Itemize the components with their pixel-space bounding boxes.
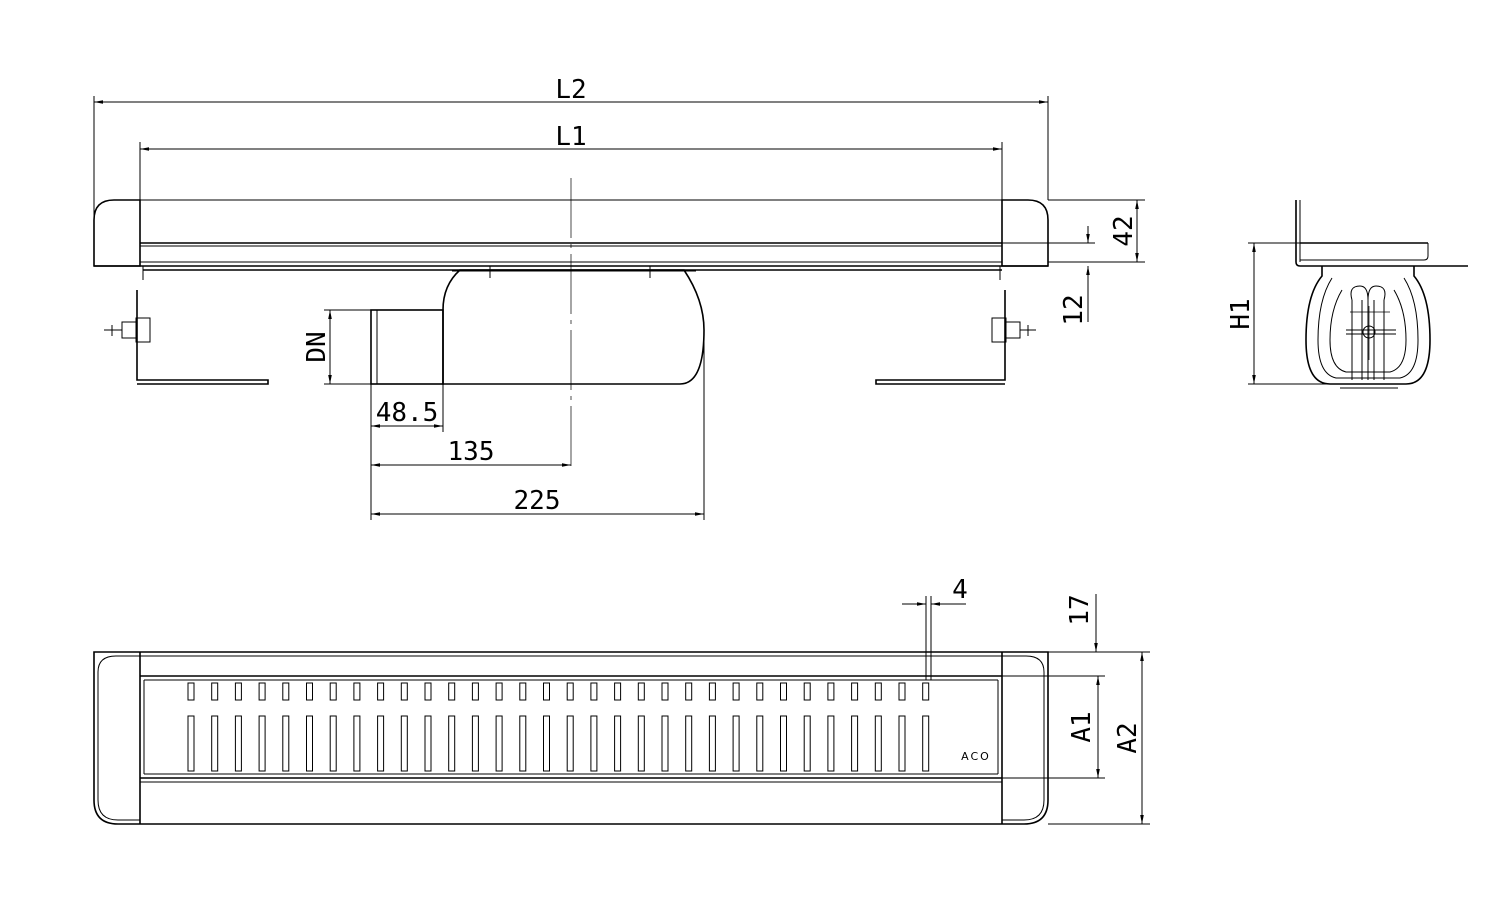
grate-slot-lower xyxy=(614,715,622,772)
grate-slot-upper xyxy=(258,682,266,701)
grate-slot-upper xyxy=(780,682,787,701)
grate-slots xyxy=(187,682,930,772)
grate-slot-lower xyxy=(732,715,740,772)
dim-48-label: 48.5 xyxy=(376,398,439,428)
top-flange xyxy=(93,651,1049,825)
side-view xyxy=(93,178,1049,470)
grate-slot-lower xyxy=(874,715,882,772)
drain-body xyxy=(442,269,705,385)
grate-slot-lower xyxy=(543,715,550,772)
grate-slot-upper xyxy=(685,682,693,701)
side-dimensions: L2 L1 42 12 DN 48.5 135 225 xyxy=(93,75,1145,520)
grate-slot-lower xyxy=(780,715,787,772)
grate-slot-upper xyxy=(803,682,811,701)
end-view xyxy=(1295,200,1468,389)
end-dimensions: H1 xyxy=(1226,242,1330,385)
grate-slot-lower xyxy=(495,715,503,772)
grate-slot-upper xyxy=(614,682,622,701)
left-bracket xyxy=(136,290,269,385)
grate-slot-lower xyxy=(803,715,811,772)
left-flange xyxy=(93,199,141,267)
dim-42-label: 42 xyxy=(1109,215,1139,246)
dim-225-label: 225 xyxy=(514,486,561,516)
right-bracket xyxy=(875,290,1006,385)
a2-label: A2 xyxy=(1113,722,1143,753)
grate-slot-upper xyxy=(211,682,219,701)
dim-17-label: 17 xyxy=(1065,594,1095,625)
grate-slot-upper xyxy=(377,682,385,701)
grate-slot-lower xyxy=(471,715,479,772)
grate-slot-lower xyxy=(851,715,859,772)
dim-135-label: 135 xyxy=(448,437,495,467)
grate-slot-upper xyxy=(590,682,598,701)
l2-label: L2 xyxy=(555,75,586,105)
grate-slot-upper xyxy=(756,682,764,701)
grate-slot-upper xyxy=(519,682,527,701)
grate-slot-lower xyxy=(306,715,313,772)
grate-slot-lower xyxy=(211,715,219,772)
grate-slot-lower xyxy=(590,715,598,772)
grate-slot-upper xyxy=(234,682,242,701)
grate-slot-upper xyxy=(874,682,882,701)
grate-slot-lower xyxy=(234,715,242,772)
grate-slot-upper xyxy=(400,682,408,701)
grate-slot-upper xyxy=(898,682,906,701)
grate-slot-lower xyxy=(377,715,385,772)
grate-slot-upper xyxy=(187,682,195,701)
grate-slot-lower xyxy=(258,715,266,772)
brand-logo: ACO xyxy=(961,750,991,763)
grate-slot-upper xyxy=(661,682,669,701)
grate-slot-lower xyxy=(756,715,764,772)
grate-slot-upper xyxy=(851,682,859,701)
grate-slot-upper xyxy=(827,682,835,701)
grate-slot-upper xyxy=(353,682,361,701)
grate-slot-upper xyxy=(495,682,503,701)
dn-label: DN xyxy=(302,331,332,362)
grate-slot-upper xyxy=(448,682,456,701)
left-bolt-icon xyxy=(104,317,151,343)
h1-label: H1 xyxy=(1226,298,1256,329)
dim-12-label: 12 xyxy=(1059,294,1089,325)
grate-slot-upper xyxy=(329,682,337,701)
grate-slot-upper xyxy=(306,682,313,701)
grate-slot-upper xyxy=(424,682,432,701)
grate-slot-upper xyxy=(566,682,574,701)
grate-slot-lower xyxy=(708,715,716,772)
grate-slot-upper xyxy=(708,682,716,701)
grate-slot-upper xyxy=(922,682,930,701)
grate-slot-lower xyxy=(282,715,290,772)
grate-slot-upper xyxy=(471,682,479,701)
grate-slot-lower xyxy=(187,715,195,772)
right-flange xyxy=(1001,199,1049,267)
top-view: ACO xyxy=(93,651,1049,825)
grate-slot-lower xyxy=(685,715,693,772)
grate-slot-lower xyxy=(566,715,574,772)
grate-slot-lower xyxy=(353,715,361,772)
grate-slot-lower xyxy=(424,715,432,772)
grate-slot-lower xyxy=(637,715,645,772)
grate-slot-lower xyxy=(448,715,456,772)
grate-slot-lower xyxy=(519,715,527,772)
grate-slot-lower xyxy=(922,715,930,772)
a1-label: A1 xyxy=(1067,711,1097,742)
grate-slot-lower xyxy=(329,715,337,772)
outlet-pipe xyxy=(370,309,444,385)
l1-label: L1 xyxy=(555,122,586,152)
dim-4-label: 4 xyxy=(952,575,968,605)
grate-slot-upper xyxy=(543,682,550,701)
grate-slot-lower xyxy=(661,715,669,772)
top-dimensions: 4 17 A1 A2 xyxy=(902,575,1150,825)
grate-slot-lower xyxy=(898,715,906,772)
grate-slot-upper xyxy=(732,682,740,701)
grate-slot-lower xyxy=(400,715,408,772)
grate-slot-lower xyxy=(827,715,835,772)
grate-slot-upper xyxy=(282,682,290,701)
right-bolt-icon xyxy=(991,317,1036,343)
grate-slot-upper xyxy=(637,682,645,701)
